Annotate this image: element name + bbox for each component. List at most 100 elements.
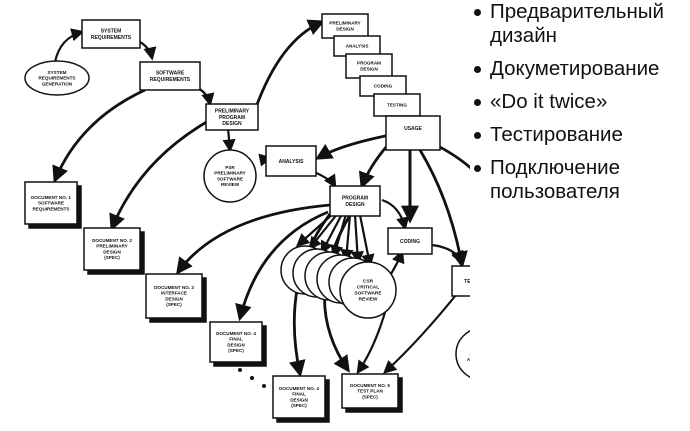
- documents: [24, 181, 403, 423]
- node-label-stack-analysis: ANALYSIS: [346, 44, 369, 49]
- node-label-doc2: DOCUMENT NO. 2: [92, 238, 132, 243]
- node-label-system-requirements: SYSTEM: [101, 29, 122, 35]
- doc5-box: [341, 373, 403, 413]
- node-fsar: [455, 330, 470, 378]
- node-label-testing: TESTING: [464, 279, 470, 285]
- node-label-doc2: PRELIMINARY: [96, 244, 127, 249]
- arrow-gen-to-sysreq: [53, 28, 85, 63]
- node-label-psr: PSR: [225, 165, 235, 170]
- doc3-box: [145, 273, 207, 323]
- arrow-ppd-to-doc2: [109, 118, 211, 232]
- node-label-doc1: SOFTWARE: [38, 201, 64, 206]
- doc4a-box: [209, 321, 267, 367]
- arrow-pd-to-doc4a: [235, 210, 329, 322]
- bullet-item: Докуметирование: [468, 57, 690, 81]
- node-label-system-requirements-generation: SYSTEM: [48, 70, 67, 75]
- node-label-doc3: INTERFACE: [161, 291, 187, 296]
- node-stack-program-design: [345, 53, 393, 79]
- node-label-doc3: (SPEC): [166, 302, 182, 307]
- arrow-pd-fan-4: [330, 213, 348, 259]
- bullet-text: Подключение пользователя: [490, 156, 620, 203]
- bullet-item: Предварительный дизайн: [468, 0, 690, 48]
- arrow-ppd-to-psr: [222, 127, 236, 153]
- node-label-doc4a: DESIGN: [227, 343, 245, 348]
- node-labels: SYSTEMREQUIREMENTSSYSTEMREQUIREMENTSGENE…: [31, 21, 470, 409]
- node-label-fsar: ACCEPTANCE: [467, 357, 470, 362]
- arrow-stack-to-analysis: [315, 133, 391, 160]
- node-label-doc4b: FINAL: [292, 392, 306, 397]
- bullet-dot: [474, 99, 481, 106]
- node-program-design: [329, 185, 381, 217]
- node-label-system-requirements-generation: REQUIREMENTS: [38, 76, 75, 81]
- node-label-stack-testing: TESTING: [387, 103, 407, 108]
- node-label-csr: CRITICAL: [357, 285, 379, 291]
- node-label-stack-program-design: DESIGN: [360, 67, 378, 72]
- arrow-swreq-to-doc1: [52, 88, 146, 184]
- node-label-psr: REVIEW: [221, 182, 240, 187]
- node-label-doc4a: FINAL: [229, 337, 243, 342]
- arrow-pd-fan-3: [320, 213, 343, 255]
- node-label-doc4a: (SPEC): [228, 348, 244, 353]
- node-label-preliminary-program-design: PRELIMINARY: [215, 109, 250, 115]
- node-label-coding: CODING: [400, 239, 420, 245]
- doc2-box: [83, 227, 145, 275]
- node-label-program-design: PROGRAM: [342, 196, 368, 202]
- arrow-pd-fan-1: [296, 211, 336, 247]
- bullet-dot: [474, 165, 481, 172]
- node-label-software-requirements: SOFTWARE: [156, 71, 185, 77]
- node-label-psr: PRELIMINARY: [214, 171, 245, 176]
- node-label-stack-preliminary-design: PRELIMINARY: [329, 21, 360, 26]
- node-label-doc1: REQUIREMENTS: [32, 206, 69, 211]
- node-label-csr: SOFTWARE: [354, 291, 382, 297]
- node-coding: [387, 227, 433, 255]
- node-label-system-requirements: REQUIREMENTS: [91, 35, 132, 41]
- arrow-pd-fan-7: [358, 214, 375, 268]
- arrow-pd-to-coding: [381, 198, 410, 231]
- node-label-analysis: ANALYSIS: [279, 159, 304, 165]
- node-label-doc5: TEST PLAN: [357, 389, 383, 394]
- arrow-pd-fan-6: [350, 214, 364, 265]
- doc4b-box: [272, 375, 330, 423]
- node-label-doc1: DOCUMENT NO. 1: [31, 195, 71, 200]
- node-label-preliminary-program-design: DESIGN: [222, 121, 242, 127]
- arrow-coding-to-testing: [431, 243, 464, 265]
- bullet-item: Тестирование: [468, 123, 690, 147]
- node-label-doc4b: DOCUMENT NO. 4: [279, 386, 319, 391]
- bullet-dot: [474, 66, 481, 73]
- ellipsis-dots: [238, 368, 266, 388]
- doc1-box: [24, 181, 82, 229]
- node-psr: [203, 149, 257, 203]
- node-testing: [451, 265, 470, 297]
- node-label-program-design: DESIGN: [345, 202, 365, 208]
- node-system-requirements-generation: [24, 60, 90, 96]
- bullet-dot: [474, 9, 481, 16]
- bullet-text: «Do it twice»: [490, 90, 608, 113]
- node-label-software-requirements: REQUIREMENTS: [150, 77, 191, 83]
- node-label-doc2: DESIGN: [103, 250, 121, 255]
- node-label-stack-program-design: PROGRAM: [357, 61, 381, 66]
- node-label-doc3: DESIGN: [165, 297, 183, 302]
- node-analysis: [265, 145, 317, 177]
- arrow-pd-fan-2: [308, 212, 339, 251]
- arrow-testing-to-doc5: [383, 289, 461, 374]
- node-label-psr: SOFTWARE: [217, 177, 243, 182]
- arrow-sysreq-to-swreq: [139, 41, 157, 61]
- bullet-item: Подключение пользователя: [468, 156, 690, 204]
- node-label-doc2: (SPEC): [104, 255, 120, 260]
- arrow-pd-fan-5: [340, 214, 354, 263]
- node-label-preliminary-program-design: PROGRAM: [219, 115, 245, 121]
- node-label-stack-coding: CODING: [374, 84, 393, 89]
- node-preliminary-program-design: [205, 103, 259, 131]
- node-label-doc3: DOCUMENT NO. 3: [154, 285, 194, 290]
- bullet-list: Предварительный дизайн Докуметирование «…: [468, 0, 690, 213]
- node-label-doc5: (SPEC): [362, 394, 378, 399]
- node-system-requirements: [81, 19, 141, 49]
- node-label-system-requirements-generation: GENERATION: [42, 81, 73, 86]
- bullet-text: Докуметирование: [490, 57, 660, 80]
- node-label-csr: REVIEW: [359, 297, 378, 303]
- node-label-doc5: DOCUMENT NO. 5: [350, 383, 390, 388]
- node-label-stack-usage: USAGE: [404, 126, 422, 132]
- node-label-doc4a: DOCUMENT NO. 4: [216, 331, 256, 336]
- node-stack-usage: [385, 115, 441, 151]
- node-label-doc4b: (SPEC): [291, 403, 307, 408]
